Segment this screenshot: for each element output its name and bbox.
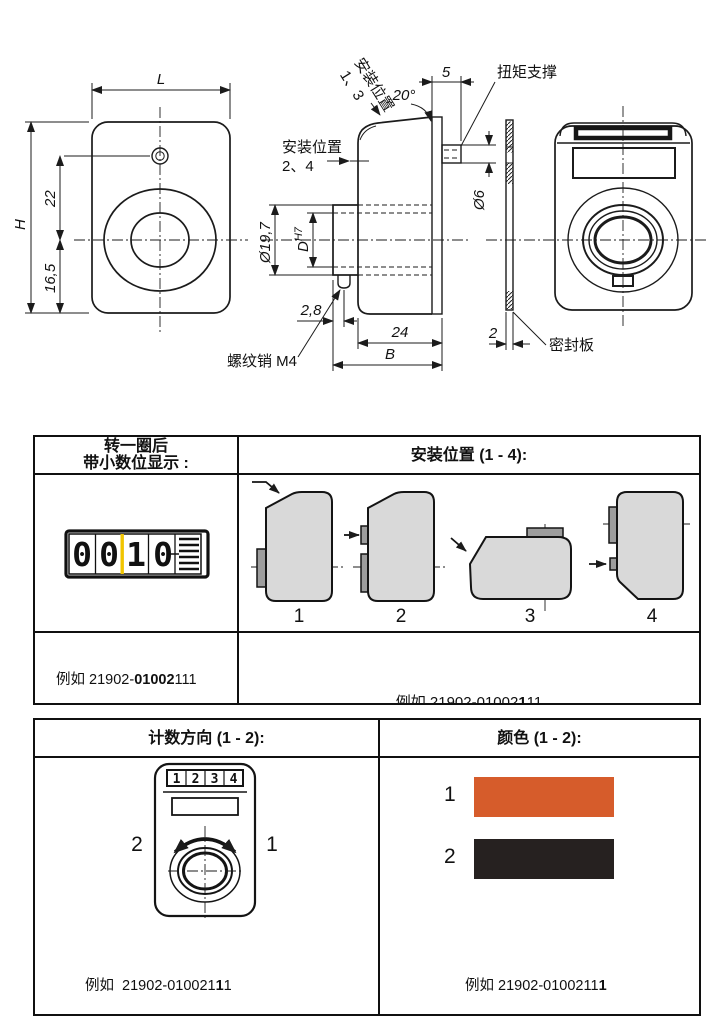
counting-direction-cell: 1 2 3 4 2 1 例如 21902-01002111 1 = 顺时针（增加… <box>35 758 380 1014</box>
position-4-figure: 4 <box>589 491 692 627</box>
counting-direction-drawing: 1 2 3 4 2 1 <box>131 762 278 920</box>
options-table-bottom: 计数方向 (1 - 2): 颜色 (1 - 2): 1 2 3 4 2 <box>33 718 701 1016</box>
back-plate <box>431 116 443 315</box>
position-number: 3 <box>525 606 536 627</box>
dim-24: 24 <box>391 324 409 341</box>
header-color: 颜色 (1 - 2): <box>380 720 699 758</box>
label-seal-plate: 密封板 <box>549 336 594 354</box>
options-table-top: 转一圈后 带小数位显示 : 安装位置 (1 - 4): 0 0 1 0 <box>33 435 701 705</box>
display-digit: 2 <box>192 772 200 787</box>
position-1-figure: 1 <box>251 481 344 627</box>
color-swatch-black <box>474 839 614 879</box>
dim-20deg: 20° <box>392 87 416 104</box>
dim-2: 2 <box>488 325 498 342</box>
rotation-arrow <box>173 837 237 854</box>
rear-view <box>486 106 708 328</box>
technical-drawing: L H 22 16,5 5 <box>12 55 708 371</box>
svg-text:2、4: 2、4 <box>282 158 314 175</box>
dim-L: L <box>157 71 165 88</box>
label-mount-position-2-4: 安装位置 <box>282 139 342 156</box>
side-view: 5 20° 安装位置1、3 安装位置 2、4 Ø19,7 DH7 <box>227 55 557 371</box>
color-options-cell: 1 2 例如 21902-01002111 1 = 颜色橙色 2 = 颜色黑色 <box>380 758 699 1014</box>
ordering-example-decimal: 例如 21902-01002111 0100 = 1mm 螺距 , 2 = 右侧… <box>35 631 239 703</box>
position-3-figure: 3 <box>450 524 572 627</box>
dim-D-H7: DH7 <box>293 226 312 252</box>
label-mount-position-1-3: 安装位置1、3 <box>334 55 396 125</box>
counter-display-drawing: 0 0 1 0 <box>64 528 210 579</box>
mounting-positions-drawing: 1 2 3 <box>251 481 692 627</box>
direction-label-ccw: 2 <box>131 833 143 856</box>
color-number: 2 <box>444 845 456 868</box>
position-number: 4 <box>647 606 658 627</box>
label-screw-pin: 螺纹销 M4 <box>227 353 297 370</box>
position-number: 2 <box>396 606 407 627</box>
front-view: L H 22 16,5 <box>12 71 248 333</box>
dim-dia6: Ø6 <box>471 189 488 211</box>
color-swatch-orange <box>474 777 614 817</box>
torque-support-pin <box>441 144 462 164</box>
label-torque-support: 扭矩支撑 <box>497 64 557 81</box>
dim-H: H <box>12 219 29 230</box>
header-mounting-position: 安装位置 (1 - 4): <box>239 437 699 475</box>
dim-dia19-7: Ø19,7 <box>257 221 274 264</box>
seal-plate-view: 2 密封板 <box>488 119 594 354</box>
decimal-marker <box>120 533 124 574</box>
header-decimal-display: 转一圈后 带小数位显示 : <box>35 437 239 475</box>
counter-digit: 0 <box>99 535 119 574</box>
position-number: 1 <box>294 606 305 627</box>
dim-2-8: 2,8 <box>300 302 323 319</box>
color-number: 1 <box>444 783 456 806</box>
dim-16-5: 16,5 <box>42 263 59 293</box>
counter-digit: 0 <box>72 535 92 574</box>
counter-digit: 1 <box>126 535 146 574</box>
ordering-example-position: 例如 21902-01002111 1 = 安装位置 <box>239 631 699 703</box>
threaded-pin-m4 <box>337 275 351 289</box>
mounting-positions-cell: 1 2 3 <box>239 475 699 631</box>
header-counting-direction: 计数方向 (1 - 2): <box>35 720 380 758</box>
display-digit: 3 <box>211 772 219 787</box>
direction-label-cw: 1 <box>266 833 278 856</box>
dim-B: B <box>385 346 395 363</box>
ordering-example-direction: 例如 21902-01002111 1 = 顺时针（增加的值） 2 = 逆时针（… <box>85 978 232 994</box>
position-2-figure: 2 <box>344 491 446 627</box>
display-window <box>572 147 676 179</box>
dim-22: 22 <box>42 190 59 208</box>
counter-display-cell: 0 0 1 0 <box>35 475 239 631</box>
counter-digit: 0 <box>153 535 173 574</box>
dim-5: 5 <box>442 64 451 81</box>
ordering-example-color: 例如 21902-01002111 1 = 颜色橙色 2 = 颜色黑色 <box>465 978 607 994</box>
display-digit: 4 <box>230 772 238 787</box>
display-digit: 1 <box>173 772 181 787</box>
